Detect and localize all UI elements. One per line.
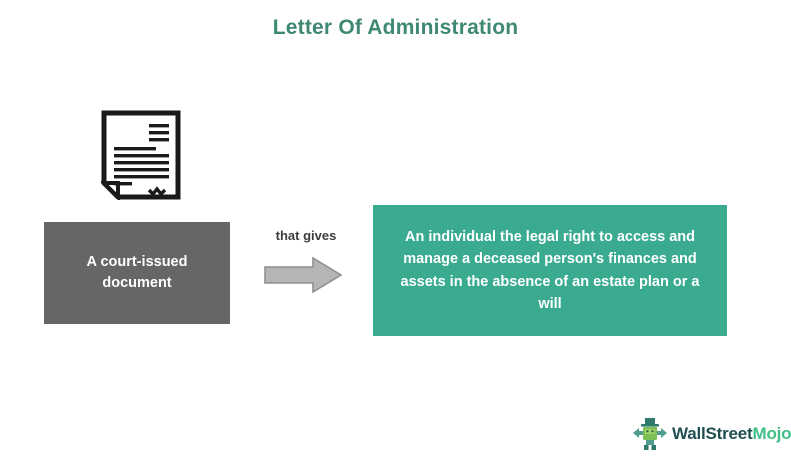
document-icon: [99, 110, 181, 202]
target-box: An individual the legal right to access …: [373, 205, 727, 336]
page-title: Letter Of Administration: [272, 16, 519, 39]
source-box: A court-issued document: [44, 222, 230, 324]
right-arrow-icon: [264, 256, 343, 294]
logo-text-primary: WallStreet: [672, 424, 753, 443]
wallstreetmojo-mascot-icon: [632, 417, 668, 451]
logo-wordmark: WallStreetMojo: [672, 424, 791, 444]
connector-label: that gives: [275, 228, 337, 243]
source-box-label: A court-issued document: [86, 253, 188, 291]
target-box-label: An individual the legal right to access …: [400, 228, 700, 312]
logo-text-accent: Mojo: [752, 424, 791, 443]
wallstreetmojo-logo: WallStreetMojo: [632, 417, 791, 451]
